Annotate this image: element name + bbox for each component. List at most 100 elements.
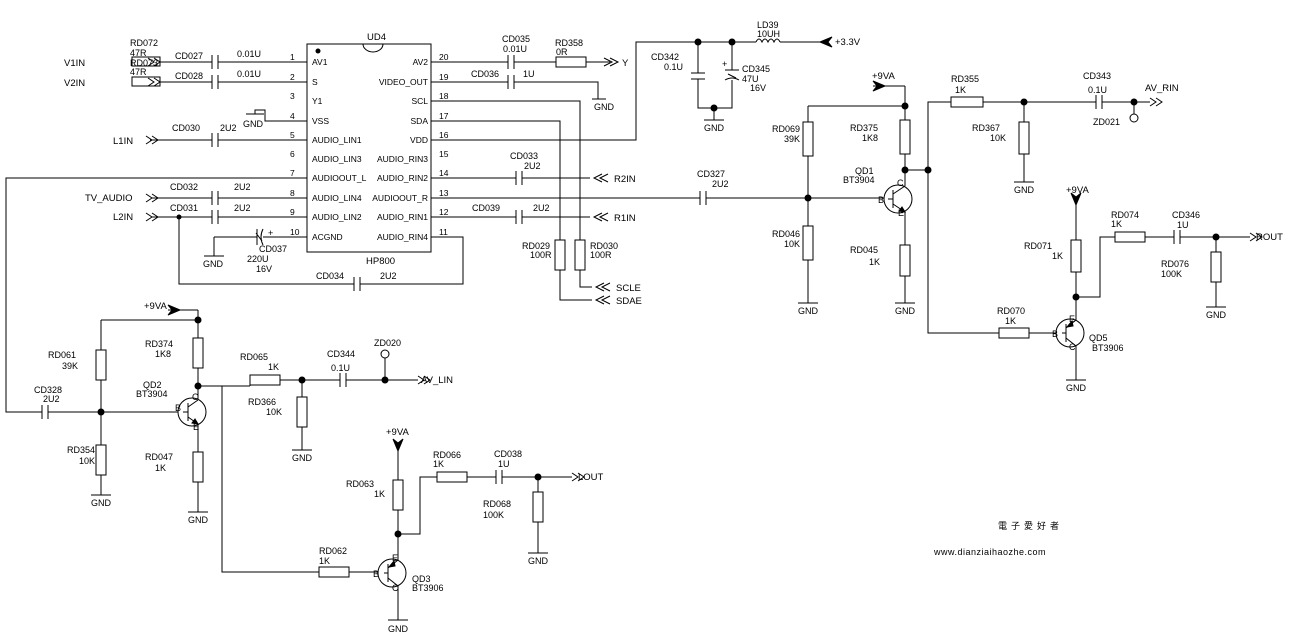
gnd-label: GND: [895, 306, 916, 316]
resistor-rd366: [296, 396, 308, 428]
ref-rd065: RD065: [240, 352, 268, 362]
ic-pin-number: 19: [439, 72, 449, 82]
transistor-qd5: [1055, 318, 1085, 348]
signal-9va-qd1: +9VA: [872, 71, 895, 82]
val-cd345: 47U: [742, 74, 759, 84]
capacitor-cd032: [211, 191, 219, 205]
ic-pin-number: 10: [290, 227, 300, 237]
ic-pin-number: 20: [439, 52, 449, 62]
val-rd074: 1K: [1111, 219, 1122, 229]
labels: V1IN V2IN L1IN TV_AUDIO L2IN Y R2IN R1IN…: [34, 20, 1283, 634]
val-rd065: 1K: [268, 362, 279, 372]
connector-av-lin: [417, 375, 431, 385]
gnd-label: GND: [528, 556, 549, 566]
ref-zd021: ZD021: [1093, 117, 1120, 127]
val-rd063: 1K: [374, 489, 385, 499]
gnd-label: GND: [1014, 185, 1035, 195]
val-rd073: 47R: [130, 67, 147, 77]
ref-cd328: CD328: [34, 385, 62, 395]
ref-cd032: CD032: [170, 182, 198, 192]
bjt-pin-b: B: [1052, 329, 1058, 339]
capacitor-cd327: [699, 191, 707, 205]
ic-pin-number: 6: [290, 149, 295, 159]
val-rd068: 100K: [483, 510, 504, 520]
val-qd3: BT3906: [412, 583, 444, 593]
ref-rd354: RD354: [67, 445, 95, 455]
ic-pin-name: VSS: [312, 116, 329, 126]
transistor-qd1: [883, 184, 913, 214]
resistor-rd071: [1070, 239, 1082, 273]
val-rd355: 1K: [955, 85, 966, 95]
ic-pin-number: 16: [439, 130, 449, 140]
ic-pin-number: 17: [439, 111, 449, 121]
connector-tv-audio: [145, 193, 159, 203]
bjt-pin-b: B: [175, 403, 181, 413]
ref-rd029: RD029: [522, 241, 550, 251]
gnd-label: GND: [1066, 383, 1087, 393]
val-rd029: 100R: [530, 250, 552, 260]
connector-l1in: [145, 135, 159, 145]
bjt-pin-e: E: [392, 553, 398, 563]
watermark-chinese: 電子愛好者: [998, 520, 1063, 531]
ic-ref: UD4: [367, 32, 386, 43]
resistor-rd375: [899, 119, 911, 155]
connector-9va-qd3: [392, 438, 404, 453]
signal-r2in: R2IN: [614, 174, 636, 185]
ic-pin-name: AUDIO_RIN4: [377, 232, 428, 242]
connector-v1in: [147, 57, 161, 67]
ref-cd346: CD346: [1172, 210, 1200, 220]
inductor-ld39: [755, 38, 781, 44]
val-cd034: 2U2: [380, 271, 397, 281]
capacitor-cd028: [211, 75, 219, 89]
resistor-rd061: [95, 349, 107, 381]
bjt-pin-e: E: [193, 422, 199, 432]
resistor-rd068: [532, 491, 544, 523]
volt-cd037: 16V: [256, 264, 272, 274]
ic-pin-number: 1: [290, 52, 295, 62]
ref-rd073: RD073: [130, 58, 158, 68]
ic-pin-number: 12: [439, 207, 449, 217]
ref-cd345: CD345: [742, 64, 770, 74]
connector-r1in: [592, 212, 609, 222]
val-rd062: 1K: [319, 556, 330, 566]
ref-cd037: CD037: [259, 244, 287, 254]
junction-dots: [97, 38, 1220, 538]
ref-rd068: RD068: [483, 499, 511, 509]
ref-qd1: QD1: [855, 166, 874, 176]
val-rd367: 10K: [990, 133, 1006, 143]
gnd-label: GND: [798, 306, 819, 316]
ref-zd020: ZD020: [374, 338, 401, 348]
gnd-label: GND: [91, 498, 112, 508]
ref-rd076: RD076: [1161, 259, 1189, 269]
connector-9va-qd5: [1070, 192, 1082, 207]
ref-cd027: CD027: [175, 51, 203, 61]
watermark-url: www.dianziaihaozhe.com: [933, 547, 1046, 557]
val-rd045: 1K: [869, 257, 880, 267]
signal-l2in: L2IN: [113, 212, 133, 223]
resistor-rd045: [899, 244, 911, 277]
val-ld39: 10UH: [757, 29, 780, 39]
signal-av-rin: AV_RIN: [1145, 83, 1179, 94]
ref-rd061: RD061: [48, 350, 76, 360]
signal-v1in: V1IN: [64, 58, 85, 69]
ic-pin-name: AUDIO_RIN3: [377, 154, 428, 164]
ref-cd031: CD031: [170, 203, 198, 213]
signal-9va-qd2: +9VA: [144, 301, 167, 312]
capacitor-cd035: [507, 55, 515, 69]
val-cd037: 220U: [247, 254, 269, 264]
val-cd031: 2U2: [234, 203, 251, 213]
val-cd344: 0.1U: [331, 363, 350, 373]
capacitor-cd343: [1095, 95, 1103, 109]
val-cd327: 2U2: [712, 179, 729, 189]
ic-pin-name: SCL: [411, 96, 428, 106]
ref-cd028: CD028: [175, 71, 203, 81]
